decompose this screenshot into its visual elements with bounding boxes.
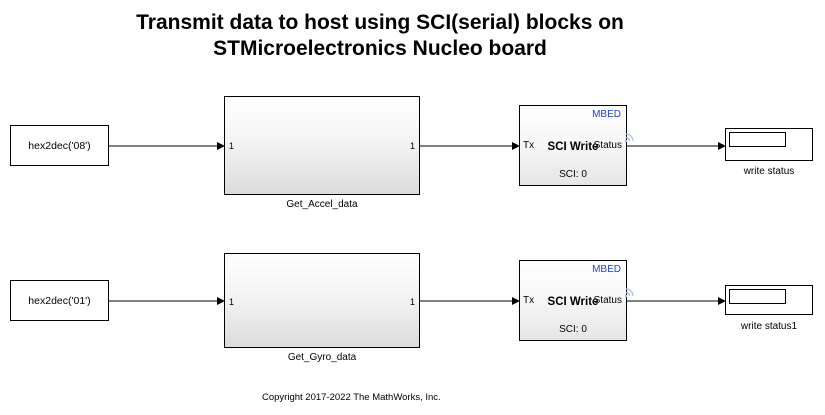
subsystem-out-port-label: 1 [409,141,415,151]
vendor-tag: MBED [592,109,621,120]
subsystem-name-label: Get_Accel_data [286,199,358,210]
model-title: Transmit data to host using SCI(serial) … [0,10,760,62]
subsystem-name-label: Get_Gyro_data [287,352,357,363]
constant-block-accel[interactable]: hex2dec('08') [10,125,109,166]
wireless-icon [624,288,634,298]
constant-value: hex2dec('08') [28,139,91,152]
subsystem-in-port-label: 1 [229,141,235,151]
sci-module-label: SCI: 0 [559,324,587,335]
subsystem-get-accel-data[interactable]: 1 1 [224,96,420,195]
sci-output-port-label: Status [593,295,622,306]
wireless-icon [624,133,634,143]
display-screen [729,132,786,147]
sci-write-block-1[interactable]: MBED Tx SCI Write Status SCI: 0 [519,105,627,186]
sci-block-title: SCI Write [547,296,599,308]
display-block-write-status1[interactable] [725,285,813,315]
copyright-notice: Copyright 2017-2022 The MathWorks, Inc. [262,392,441,403]
sci-write-block-2[interactable]: MBED Tx SCI Write Status SCI: 0 [519,260,627,341]
display-screen [729,289,786,304]
sci-input-port-label: Tx [523,140,535,151]
sci-input-port-label: Tx [523,295,535,306]
subsystem-get-gyro-data[interactable]: 1 1 [224,253,420,348]
subsystem-out-port-label: 1 [409,297,415,307]
subsystem-in-port-label: 1 [229,297,235,307]
title-line-2: STMicroelectronics Nucleo board [213,37,547,60]
constant-value: hex2dec('01') [28,294,91,307]
constant-block-gyro[interactable]: hex2dec('01') [10,280,109,321]
sci-output-port-label: Status [593,140,622,151]
title-line-1: Transmit data to host using SCI(serial) … [136,11,624,34]
vendor-tag: MBED [592,264,621,275]
display-name-label: write status [743,166,795,177]
display-block-write-status[interactable] [725,128,813,161]
sci-module-label: SCI: 0 [559,169,587,180]
display-name-label: write status1 [740,321,798,332]
sci-block-title: SCI Write [547,141,599,153]
